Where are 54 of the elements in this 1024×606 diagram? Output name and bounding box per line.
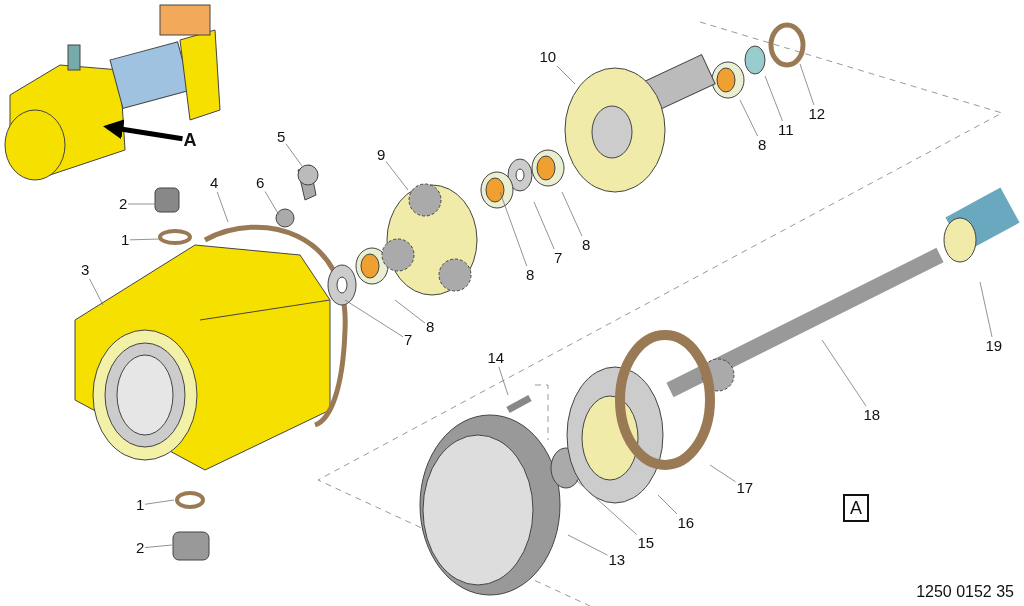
callout-number: 3 (81, 262, 90, 278)
view-label: A (183, 130, 197, 150)
leader-line (739, 99, 758, 137)
callout-number: 12 (808, 106, 826, 122)
leader-line (498, 366, 509, 396)
leader-line (499, 191, 528, 267)
callout-number: 1 (121, 232, 130, 248)
leader-line (561, 191, 583, 237)
drawing-number: 1250 0152 35 (916, 584, 1014, 600)
callout-number: 16 (677, 515, 695, 531)
leader-line (709, 464, 736, 483)
leader-line (144, 499, 175, 505)
callout-number: 13 (608, 552, 626, 568)
leader-line (533, 201, 555, 250)
callout-number: 6 (256, 175, 265, 191)
leader-line (144, 544, 173, 548)
callout-number: 5 (277, 129, 286, 145)
leader-line (575, 479, 637, 535)
leader-line (127, 203, 157, 205)
leader-line (129, 238, 161, 241)
leader-line (821, 339, 867, 407)
callout-number: 8 (526, 267, 535, 283)
callout-number: 17 (736, 480, 754, 496)
callout-number: 9 (377, 147, 386, 163)
callout-number: 8 (426, 319, 435, 335)
leader-line (567, 534, 608, 556)
callout-number: 14 (487, 350, 505, 366)
callout-number: 2 (136, 540, 145, 556)
callout-number: 18 (863, 407, 881, 423)
leader-line (285, 143, 303, 167)
callout-number: 2 (119, 196, 128, 212)
leader-line (394, 299, 426, 324)
callout-number: 4 (210, 175, 219, 191)
callout-number: 10 (539, 49, 557, 65)
leader-line (385, 161, 409, 191)
callout-number: 15 (637, 535, 655, 551)
callout-number: 7 (404, 332, 413, 348)
leader-line (799, 63, 815, 106)
leader-line (556, 65, 576, 85)
callout-number: 11 (778, 122, 794, 138)
pointer-arrow (103, 119, 183, 142)
view-label: A (843, 494, 869, 522)
leader-line (89, 278, 104, 306)
leader-line (216, 191, 229, 223)
leader-line (764, 75, 783, 122)
callout-number: 8 (758, 137, 767, 153)
callout-number: 19 (985, 338, 1003, 354)
callout-number: 8 (582, 237, 591, 253)
leader-line (657, 494, 678, 515)
leader-line (979, 281, 993, 338)
callout-number: 7 (554, 250, 563, 266)
leader-line (264, 191, 280, 216)
leader-line (344, 299, 404, 338)
callout-number: 1 (136, 497, 145, 513)
